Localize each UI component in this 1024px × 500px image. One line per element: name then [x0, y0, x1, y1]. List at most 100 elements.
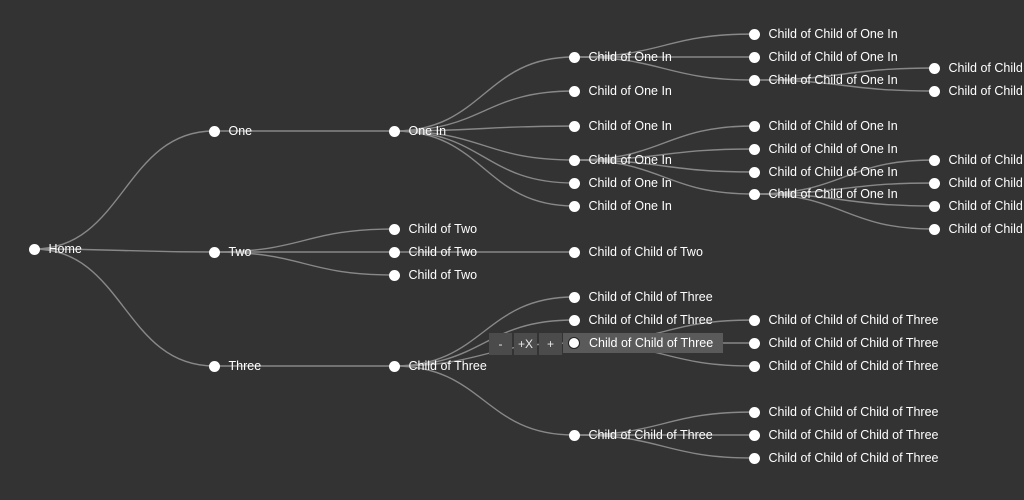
tree-node[interactable]: Child of Child of One In	[748, 24, 898, 44]
tree-link	[213, 251, 395, 276]
node-circle-icon[interactable]	[568, 314, 580, 326]
node-circle-icon[interactable]	[208, 246, 220, 258]
node-circle-icon[interactable]	[748, 166, 760, 178]
node-circle-icon[interactable]	[388, 223, 400, 235]
node-circle-icon[interactable]	[748, 429, 760, 441]
node-circle-icon[interactable]	[568, 120, 580, 132]
tree-node[interactable]: Child of Child of Child of Three	[748, 333, 939, 353]
remove-button[interactable]: +X	[514, 333, 537, 355]
node-circle-icon[interactable]	[568, 337, 580, 349]
tree-node[interactable]: Child of Child of One In	[748, 162, 898, 182]
tree-link	[573, 125, 755, 161]
node-label: Child of Two	[408, 222, 478, 236]
tree-link	[393, 365, 575, 436]
tree-node[interactable]: Child of Three	[388, 356, 487, 376]
tree-node[interactable]: One	[208, 121, 253, 141]
node-circle-icon[interactable]	[748, 452, 760, 464]
tree-link	[393, 319, 575, 367]
node-label: Child of One In	[588, 119, 672, 133]
node-circle-icon[interactable]	[568, 246, 580, 258]
node-label: Three	[228, 359, 262, 373]
node-circle-icon[interactable]	[928, 223, 940, 235]
tree-node[interactable]: Child of Child	[928, 196, 1023, 216]
tree-node[interactable]: Child of One In	[568, 81, 672, 101]
node-circle-icon[interactable]	[568, 177, 580, 189]
tree-node[interactable]: Child of Child	[928, 173, 1023, 193]
node-label: One	[228, 124, 253, 138]
node-circle-icon[interactable]	[928, 177, 940, 189]
node-circle-icon[interactable]	[748, 314, 760, 326]
node-circle-icon[interactable]	[748, 51, 760, 63]
node-circle-icon[interactable]	[568, 200, 580, 212]
tree-node[interactable]: Child of One In	[568, 47, 672, 67]
node-circle-icon[interactable]	[28, 243, 40, 255]
tree-node[interactable]: Child of Child of One In	[748, 139, 898, 159]
node-label: Child of One In	[588, 176, 672, 190]
node-circle-icon[interactable]	[388, 125, 400, 137]
node-circle-icon[interactable]	[568, 51, 580, 63]
collapse-button[interactable]: -	[489, 333, 512, 355]
tree-link	[753, 67, 935, 81]
node-circle-icon[interactable]	[208, 360, 220, 372]
tree-node[interactable]: Child of Child of Child of Three	[748, 402, 939, 422]
node-circle-icon[interactable]	[748, 188, 760, 200]
tree-node[interactable]: Child of One In	[568, 150, 672, 170]
node-circle-icon[interactable]	[748, 143, 760, 155]
node-label: Child of Child of One In	[768, 165, 898, 179]
node-circle-icon[interactable]	[208, 125, 220, 137]
tree-node[interactable]: Child of Child of Two	[568, 242, 703, 262]
tree-node[interactable]: Child of Child	[928, 219, 1023, 239]
node-circle-icon[interactable]	[388, 360, 400, 372]
tree-node[interactable]: Child of Child	[928, 58, 1023, 78]
node-circle-icon[interactable]	[388, 246, 400, 258]
tree-node-selected[interactable]: Child of Child of Three	[563, 333, 724, 353]
tree-node[interactable]: Child of Child of Child of Three	[748, 356, 939, 376]
node-circle-icon[interactable]	[568, 291, 580, 303]
tree-node[interactable]: Child of Child of One In	[748, 70, 898, 90]
tree-node[interactable]: Three	[208, 356, 262, 376]
node-circle-icon[interactable]	[928, 200, 940, 212]
node-circle-icon[interactable]	[748, 337, 760, 349]
node-circle-icon[interactable]	[748, 406, 760, 418]
tree-node[interactable]: Child of Two	[388, 219, 478, 239]
node-circle-icon[interactable]	[928, 85, 940, 97]
tree-node[interactable]: Two	[208, 242, 251, 262]
tree-node[interactable]: Child of Child of One In	[748, 47, 898, 67]
tree-node[interactable]: Child of One In	[568, 196, 672, 216]
node-label: Child of Child of One In	[768, 27, 898, 41]
node-circle-icon[interactable]	[748, 360, 760, 372]
tree-node[interactable]: Child of Child	[928, 150, 1023, 170]
tree-node[interactable]: Child of Child of Child of Three	[748, 448, 939, 468]
node-circle-icon[interactable]	[568, 85, 580, 97]
node-circle-icon[interactable]	[928, 154, 940, 166]
tree-link	[753, 193, 935, 230]
tree-node[interactable]: Child of Child of Three	[568, 287, 713, 307]
node-circle-icon[interactable]	[388, 269, 400, 281]
tree-node[interactable]: Child of Child of One In	[748, 184, 898, 204]
node-circle-icon[interactable]	[748, 120, 760, 132]
tree-node[interactable]: Child of Child of Child of Three	[748, 425, 939, 445]
tree-node[interactable]: Child of Two	[388, 242, 478, 262]
tree-node[interactable]: Child of Two	[388, 265, 477, 285]
tree-node[interactable]: Child of Child of Three	[568, 310, 713, 330]
node-circle-icon[interactable]	[748, 28, 760, 40]
tree-node[interactable]: Child of Child of Three	[568, 425, 713, 445]
tree-node[interactable]: Child of Child of One In	[748, 116, 898, 136]
tree-node[interactable]: Child of One In	[568, 116, 672, 136]
node-label: Child of Child	[948, 153, 1023, 167]
node-circle-icon[interactable]	[568, 154, 580, 166]
node-circle-icon[interactable]	[568, 429, 580, 441]
node-circle-icon[interactable]	[928, 62, 940, 74]
add-child-button[interactable]: +	[539, 333, 562, 355]
node-label: Child of Child	[948, 222, 1023, 236]
node-label: Child of Two	[408, 245, 478, 259]
tree-node[interactable]: Home	[28, 239, 82, 259]
node-circle-icon[interactable]	[748, 74, 760, 86]
tree-node[interactable]: Child of Child	[928, 81, 1023, 101]
node-label: Child of Child of Three	[588, 313, 713, 327]
tree-node[interactable]: Child of Child of Child of Three	[748, 310, 939, 330]
tree-node[interactable]: Child of One In	[568, 173, 672, 193]
tree-node[interactable]: One In	[388, 121, 446, 141]
tree-link	[573, 159, 755, 173]
